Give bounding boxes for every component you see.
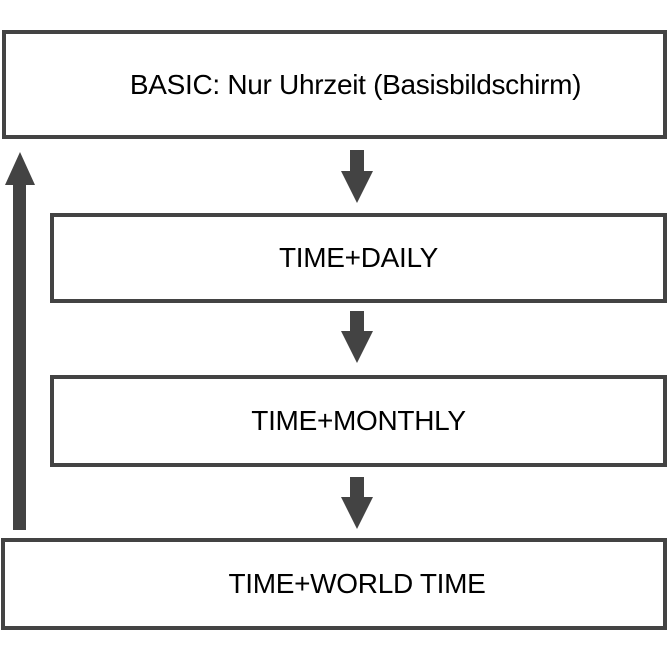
down-arrow-icon bbox=[341, 150, 373, 203]
down-arrow-icon bbox=[341, 477, 373, 529]
node-time-monthly-label: TIME+MONTHLY bbox=[251, 405, 466, 436]
down-arrow-icon bbox=[341, 311, 373, 363]
node-time-world-time: TIME+WORLD TIME bbox=[1, 538, 667, 630]
node-time-daily-label: TIME+DAILY bbox=[278, 242, 439, 273]
node-time-monthly: TIME+MONTHLY bbox=[50, 375, 667, 467]
down-arrow-shape bbox=[341, 150, 373, 203]
node-basic-screen: BASIC: Nur Uhrzeit (Basisbildschirm) bbox=[2, 30, 667, 139]
down-arrow-shape bbox=[341, 477, 373, 529]
up-arrow-icon bbox=[5, 152, 35, 530]
up-arrow-shape bbox=[5, 152, 35, 530]
node-time-daily: TIME+DAILY bbox=[50, 213, 667, 303]
node-time-world-time-label: TIME+WORLD TIME bbox=[228, 568, 486, 599]
down-arrow-shape bbox=[341, 311, 373, 363]
node-basic-label: BASIC: Nur Uhrzeit (Basisbildschirm) bbox=[129, 68, 582, 100]
